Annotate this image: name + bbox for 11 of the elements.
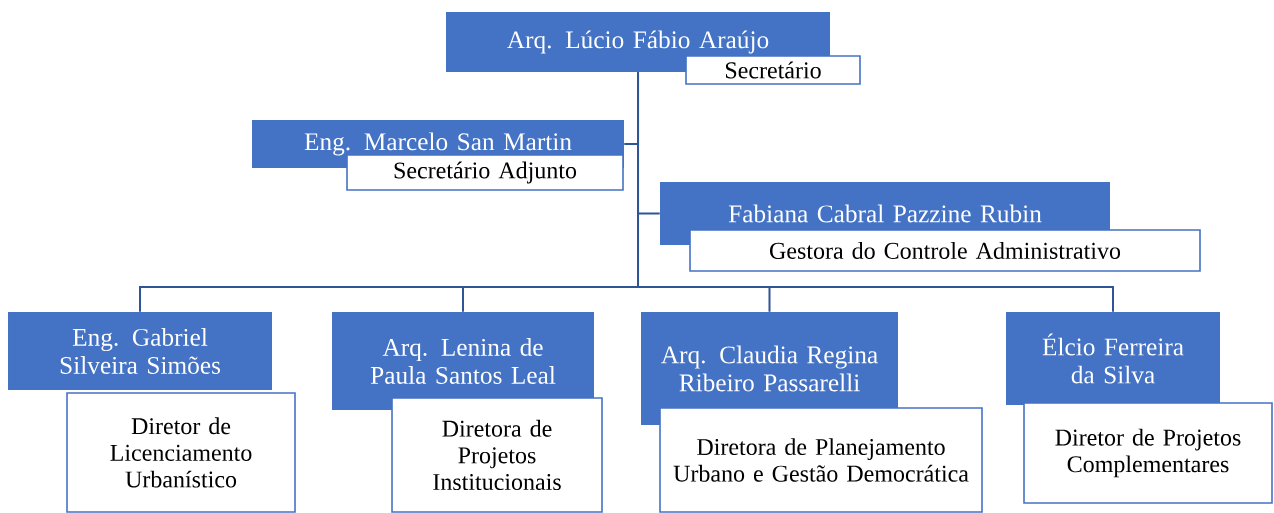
title-box: Gestora do Controle Administrativo (689, 229, 1201, 272)
title-box: Diretor de Projetos Complementares (1023, 402, 1273, 504)
name-box: Eng. Gabriel Silveira Simões (8, 312, 272, 390)
connector-line (637, 71, 1114, 313)
title-box: Diretora de Planejamento Urbano e Gestão Democrática (659, 407, 983, 513)
name-box: Arq. Lenina de Paula Santos Leal (332, 312, 594, 410)
name-box: Élcio Ferreira da Silva (1006, 312, 1220, 405)
title-box: Secretário Adjunto (346, 154, 624, 191)
title-box: Diretora de Projetos Institucionais (391, 397, 603, 513)
title-box: Diretor de Licenciamento Urbanístico (66, 392, 296, 513)
title-box: Secretário (685, 55, 861, 85)
